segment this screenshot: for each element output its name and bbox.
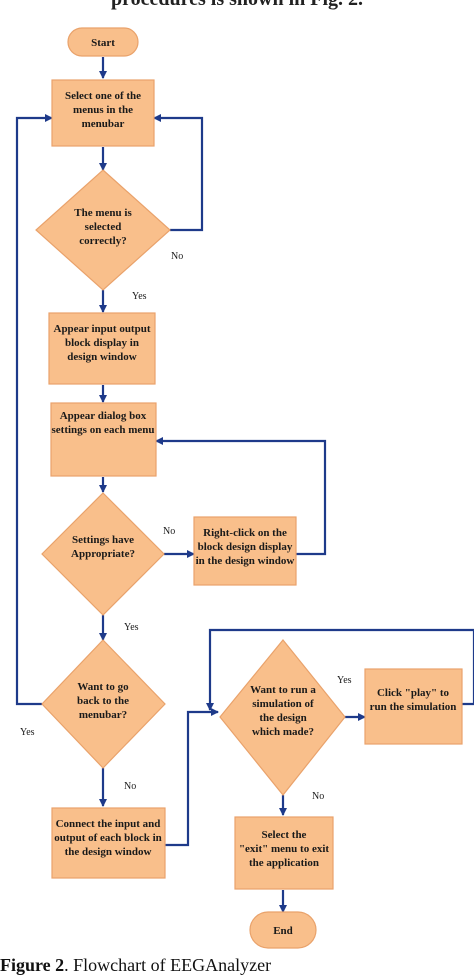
node-text-line: Appear dialog box	[60, 410, 147, 422]
node-text-line: correctly?	[79, 235, 126, 247]
label-goback-no: No	[124, 781, 136, 792]
node-text-line: Want to go	[77, 681, 129, 693]
node-text-line: back to the	[77, 695, 129, 707]
click-play-box: Click "play" to run the simulation	[364, 668, 463, 745]
label-goback-yes: Yes	[20, 727, 35, 738]
node-text-line: block display in	[65, 337, 139, 349]
figure-caption: Figure 2. Flowchart of EEGAnalyzer	[0, 955, 271, 976]
right-click-box: Right-click on the block design display in…	[193, 516, 297, 586]
node-text-line: in the design window	[196, 555, 295, 567]
menu-selected-decision: The menu is selected correctly?	[35, 169, 171, 291]
label-settings-yes: Yes	[124, 622, 139, 633]
appear-block-box: Appear input output block display in desig…	[48, 312, 156, 385]
node-text-line: which made?	[252, 726, 314, 738]
nodes: Start Select one of the menus in the menub…	[35, 27, 463, 949]
node-text-line: Click "play" to	[377, 687, 450, 699]
node-text-line: Connect the input and	[56, 818, 161, 830]
go-back-text: Want to go back to the menubar?	[77, 681, 129, 721]
node-text-line: block design display	[198, 541, 293, 553]
end-node: End	[249, 911, 317, 949]
run-sim-decision: Want to run a simulation of the design whic…	[219, 639, 346, 796]
node-text-line: output of each block in	[54, 832, 162, 844]
edge-connect-run	[165, 708, 219, 847]
edge-rightclick-dialog	[155, 437, 327, 556]
node-text-line: menubar	[82, 118, 125, 130]
label-menu-yes: Yes	[132, 291, 147, 302]
menu-selected-text: The menu is selected correctly?	[74, 207, 132, 247]
node-text-line: Right-click on the	[203, 527, 287, 539]
right-click-text: Right-click on the block design display in…	[196, 527, 295, 567]
node-text-line: menubar?	[79, 709, 127, 721]
appear-dialog-box: Appear dialog box settings on each menu	[50, 402, 157, 477]
node-text-line: settings on each menu	[52, 424, 155, 436]
edge-goback-yes-loop	[15, 114, 53, 706]
select-menu-text: Select one of the menus in the menubar	[65, 90, 141, 130]
node-text-line: Start	[91, 37, 115, 49]
label-run-no: No	[312, 791, 324, 802]
connectors	[15, 57, 474, 913]
node-text-line: Want to run a	[250, 684, 316, 696]
node-text-line: menus in the	[73, 104, 133, 116]
appear-dialog-text: Appear dialog box settings on each menu	[52, 410, 155, 436]
node-text-line: design window	[67, 351, 136, 363]
node-text-line: Appropriate?	[71, 548, 135, 560]
start-node: Start	[67, 27, 139, 57]
select-menu-box: Select one of the menus in the menubar	[51, 79, 155, 147]
edge-play-loop	[206, 628, 474, 711]
select-exit-box: Select the "exit" menu to exit the applica…	[234, 816, 334, 890]
figure-caption-text: . Flowchart of EEGAnalyzer	[64, 955, 272, 975]
run-sim-text: Want to run a simulation of the design whic…	[250, 684, 316, 738]
flowchart: Start Select one of the menus in the menub…	[15, 27, 474, 949]
node-text-line: Settings have	[72, 534, 134, 546]
end-node-text: End	[273, 925, 293, 937]
label-menu-no: No	[171, 251, 183, 262]
node-text-line: Select the	[262, 829, 307, 841]
top-caption: procedures is shown in Fig. 2.	[0, 0, 474, 11]
connect-box: Connect the input and output of each bloc…	[51, 807, 166, 879]
node-text-line: Select one of the	[65, 90, 141, 102]
click-play-text: Click "play" to run the simulation	[370, 687, 457, 713]
edge-menu-no-loop	[153, 114, 204, 232]
node-text-line: "exit" menu to exit	[239, 843, 329, 855]
node-text-line: the design window	[65, 846, 152, 858]
label-run-yes: Yes	[337, 675, 352, 686]
label-settings-no: No	[163, 526, 175, 537]
node-text-line: The menu is	[74, 207, 132, 219]
connect-text: Connect the input and output of each bloc…	[54, 818, 162, 858]
edge-labels: No Yes No Yes Yes No Yes No	[20, 251, 352, 802]
node-text-line: End	[273, 925, 293, 937]
node-text-line: Appear input output	[54, 323, 151, 335]
select-exit-text: Select the "exit" menu to exit the applica…	[239, 829, 329, 869]
node-text-line: simulation of	[252, 698, 314, 710]
start-node-text: Start	[91, 37, 115, 49]
appear-block-text: Appear input output block display in desig…	[54, 323, 151, 363]
node-text-line: the design	[259, 712, 306, 724]
node-text-line: the application	[249, 857, 319, 869]
node-text-line: run the simulation	[370, 701, 457, 713]
node-text-line: selected	[85, 221, 122, 233]
go-back-decision: Want to go back to the menubar?	[41, 639, 166, 769]
figure-caption-label: Figure 2	[0, 955, 65, 975]
